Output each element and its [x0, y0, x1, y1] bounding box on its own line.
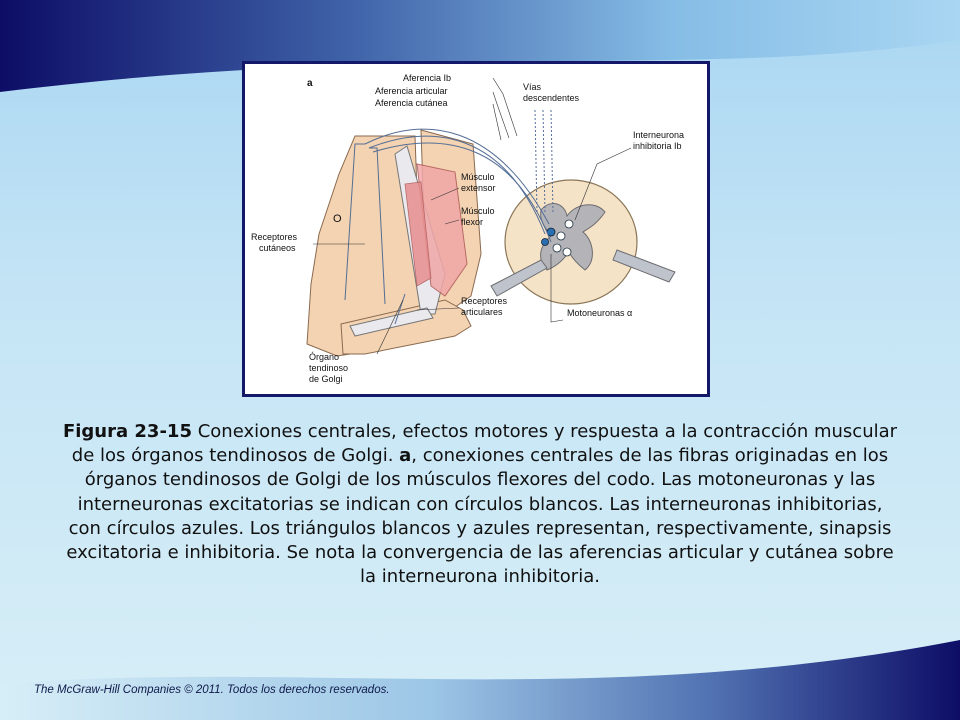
gray-matter — [540, 202, 606, 271]
label-tendinoso: tendinoso — [309, 363, 348, 373]
label-receptores-cutaneos-2: cutáneos — [259, 243, 296, 253]
muscle-extensor — [404, 181, 432, 287]
figure-frame: a O — [242, 61, 710, 397]
figure-caption: Figura 23-15 Conexiones centrales, efect… — [60, 420, 900, 589]
label-vias: Vías — [523, 82, 542, 92]
label-interneurona: Interneurona — [633, 130, 684, 140]
label-inhibitoria-ib: inhibitoria Ib — [633, 141, 682, 151]
label-musculo-flexor-1: Músculo — [461, 206, 495, 216]
label-organo: Órgano — [309, 352, 339, 362]
inhibitory-interneuron-2 — [541, 238, 549, 246]
caption-figure-number: Figura 23-15 — [62, 421, 192, 442]
excitatory-neuron-2 — [556, 231, 566, 241]
copyright-footer: The McGraw-Hill Companies © 2011. Todos … — [34, 684, 390, 696]
label-musculo-extensor-2: extensor — [461, 183, 496, 193]
label-receptores-cutaneos-1: Receptores — [251, 232, 298, 242]
panel-letter: a — [307, 78, 313, 89]
label-receptores-articulares-1: Receptores — [461, 296, 508, 306]
label-musculo-flexor-2: flexor — [461, 217, 483, 227]
ventral-root — [490, 259, 548, 297]
forearm-shape — [340, 299, 472, 355]
forearm-bone — [349, 307, 434, 337]
label-de-golgi: de Golgi — [309, 374, 343, 384]
motoneuron-1 — [552, 243, 562, 253]
leader-lines — [313, 77, 632, 355]
caption-panel-letter: a — [399, 445, 412, 467]
caption-text-1: Conexiones centrales, efectos motores y … — [71, 421, 898, 467]
label-aferencia-articular: Aferencia articular — [375, 86, 448, 96]
label-aferencia-ib: Aferencia Ib — [403, 73, 451, 83]
afferent-fibers — [344, 128, 552, 325]
circle-letter: O — [333, 213, 342, 225]
label-receptores-articulares-2: articulares — [461, 307, 503, 317]
top-blue-band — [0, 0, 960, 92]
excitatory-neuron-1 — [564, 219, 574, 229]
label-descendentes: descendentes — [523, 93, 580, 103]
neuro-diagram: a O — [251, 73, 684, 384]
label-motoneuronas: Motoneuronas α — [567, 308, 632, 318]
descending-pathways — [534, 109, 554, 215]
motoneuron-2 — [562, 247, 572, 257]
bottom-blue-band — [0, 640, 960, 720]
label-aferencia-cutanea: Aferencia cutánea — [375, 98, 448, 108]
dorsal-root — [612, 249, 676, 283]
caption-text-2: , conexiones centrales de las fibras ori… — [66, 445, 894, 588]
label-musculo-extensor-1: Músculo — [461, 172, 495, 182]
